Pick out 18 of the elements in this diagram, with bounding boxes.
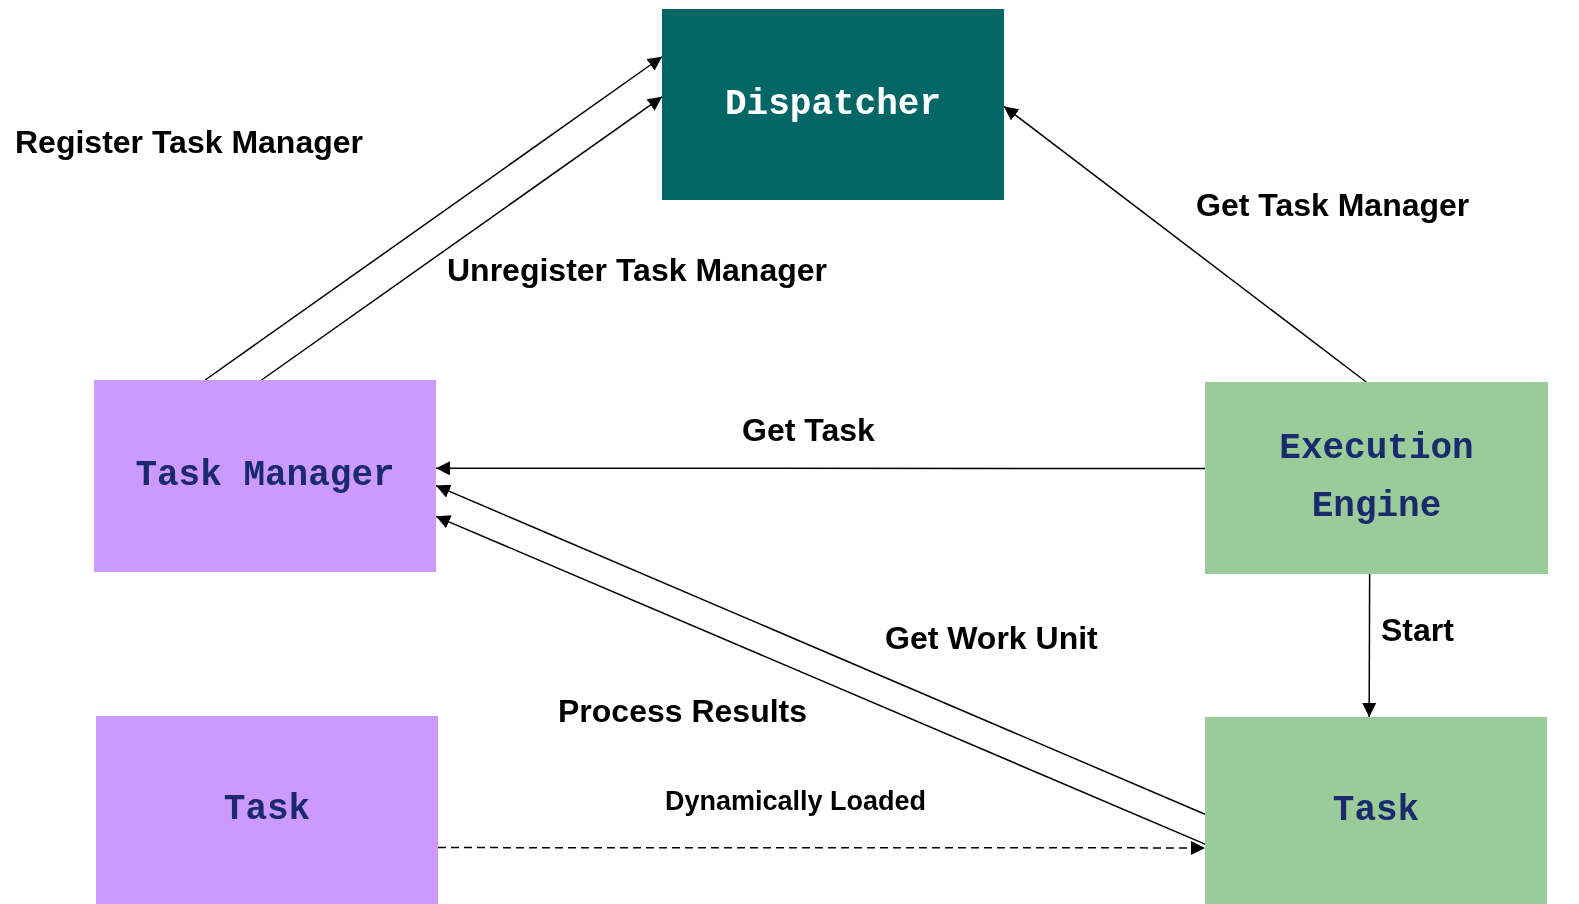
process-box [1205, 382, 1548, 574]
arrow [435, 515, 1206, 845]
arrow [435, 484, 1206, 815]
process-box [94, 380, 436, 572]
node-label: Task [1331, 788, 1421, 833]
arrow [260, 96, 663, 381]
arrow [204, 56, 663, 381]
node-label: Execution Engine [1278, 427, 1475, 529]
process-box [96, 716, 438, 904]
process-box [662, 9, 1004, 200]
node-label: Task Manager [134, 454, 396, 499]
arrow [437, 840, 1206, 855]
arrow [1003, 105, 1367, 383]
node-label: Dispatcher [723, 82, 942, 127]
arrow [1362, 573, 1377, 718]
node-label: Task [222, 788, 312, 833]
arrow [435, 461, 1206, 476]
process-box [1205, 717, 1547, 904]
